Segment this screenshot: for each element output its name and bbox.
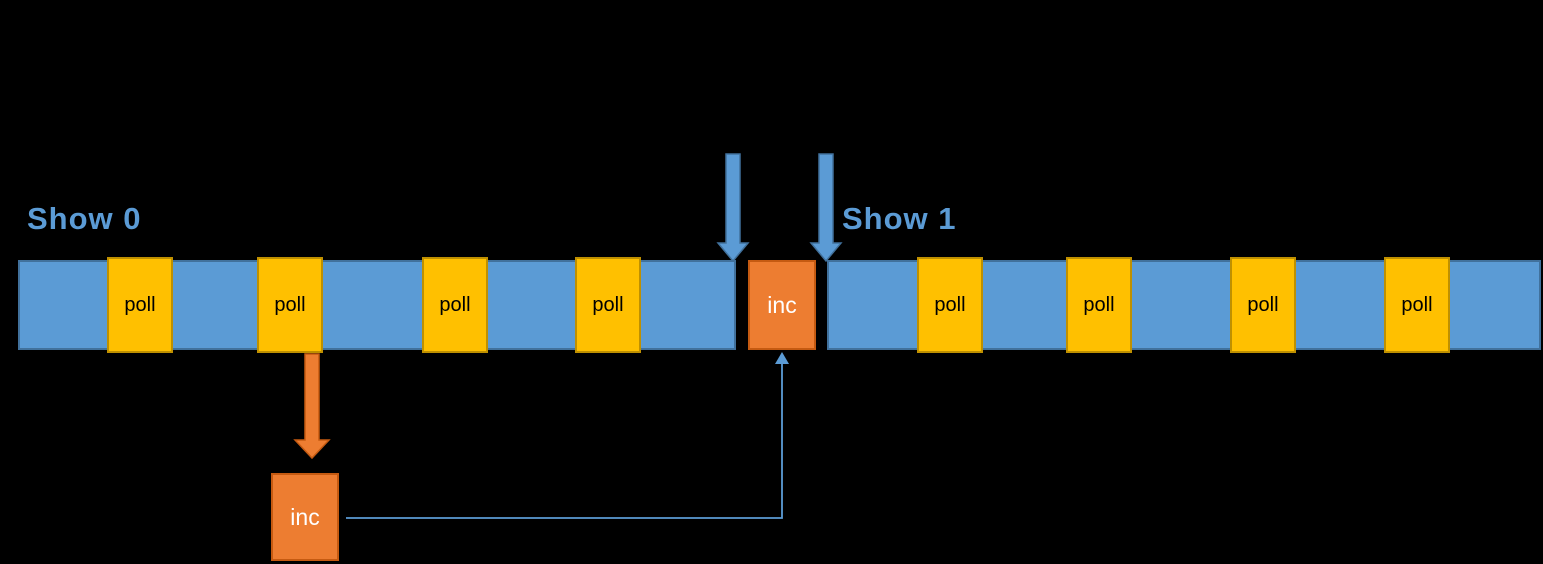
show1-label: Show 1	[842, 201, 957, 236]
inc-block-timeline: inc	[748, 260, 816, 350]
deferred-inc-return-arrowhead-icon	[775, 352, 789, 364]
show1-boundary-down-arrow-icon	[809, 153, 843, 263]
poll-block-label: poll	[274, 293, 306, 316]
poll-block-label: poll	[124, 293, 156, 316]
poll-block-label: poll	[439, 293, 471, 316]
poll-block: poll	[107, 257, 173, 353]
inc-block-label: inc	[290, 503, 320, 530]
poll-block-label: poll	[934, 293, 966, 316]
poll-block-label: poll	[1247, 293, 1279, 316]
poll-block-label: poll	[1083, 293, 1115, 316]
poll-block: poll	[1384, 257, 1450, 353]
poll-block: poll	[422, 257, 488, 353]
poll-block: poll	[575, 257, 641, 353]
poll-block: poll	[257, 257, 323, 353]
inc-block-label: inc	[767, 291, 797, 318]
poll-block-label: poll	[1401, 293, 1433, 316]
poll-block: poll	[1066, 257, 1132, 353]
show0-boundary-down-arrow-icon	[716, 153, 750, 263]
poll-block-label: poll	[592, 293, 624, 316]
poll-block: poll	[1230, 257, 1296, 353]
show0-label: Show 0	[27, 201, 142, 236]
poll-to-inc-down-arrow-icon	[293, 353, 331, 460]
deferred-inc-return-connector	[346, 362, 783, 519]
poll-block: poll	[917, 257, 983, 353]
inc-block-deferred: inc	[271, 473, 339, 561]
